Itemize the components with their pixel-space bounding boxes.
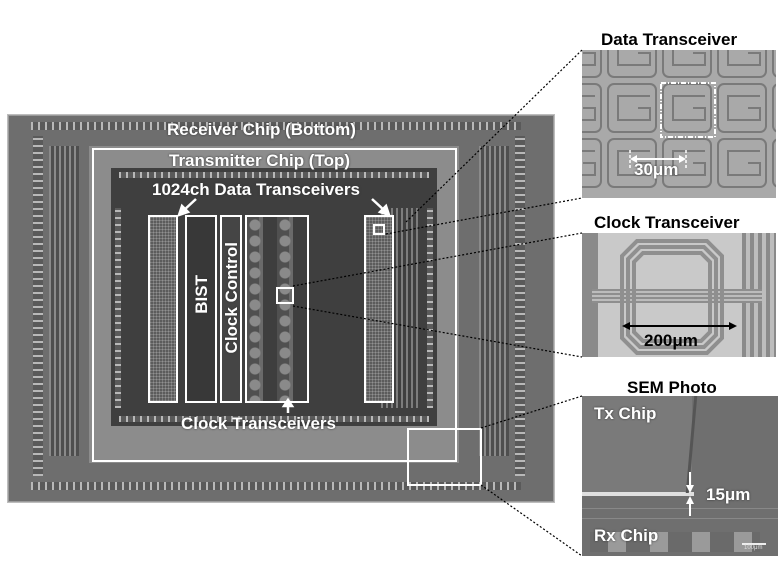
sem-zoom-box	[407, 428, 482, 486]
sem-scale-bar	[742, 543, 766, 545]
transceiver-cell	[607, 50, 657, 78]
gap-scale-label: 15μm	[706, 485, 751, 504]
transceiver-cell	[662, 83, 712, 133]
receiver-right-lines	[479, 146, 509, 456]
transceiver-coil	[672, 150, 706, 176]
data-transceiver-array-right	[364, 215, 394, 403]
transceiver-cell	[582, 50, 602, 78]
transceiver-cell	[717, 83, 767, 133]
transceiver-coil	[582, 150, 596, 176]
rx-chip-label: Rx Chip	[594, 526, 659, 545]
data-transceiver-array-left	[148, 215, 178, 403]
gap-arrows	[686, 472, 694, 516]
transceiver-coil	[582, 95, 596, 121]
tx-left-pads	[115, 208, 121, 408]
clock-scale-label: 200μm	[644, 331, 698, 350]
transmitter-chip-outline	[92, 148, 457, 462]
unit-cell-highlight	[660, 82, 716, 138]
transceiver-cell	[772, 83, 776, 133]
receiver-top-pads	[31, 122, 521, 130]
data-transceivers-label: 1024ch Data Transceivers	[152, 180, 360, 199]
transceiver-cell	[772, 138, 776, 188]
transceiver-coil	[672, 50, 706, 66]
clock-transceiver-title: Clock Transceiver	[594, 213, 740, 232]
transceiver-coil	[727, 50, 761, 66]
transceiver-coil	[617, 50, 651, 66]
data-transceiver-cells	[582, 50, 776, 188]
clock-control-label: Clock Control	[222, 242, 241, 354]
inductor-coil	[620, 239, 737, 355]
tx-top-pads	[119, 172, 429, 178]
receiver-bottom-pads	[31, 482, 521, 490]
clock-transceiver-zoom-box	[276, 287, 294, 304]
transceiver-cell	[607, 83, 657, 133]
clock-transceiver-block	[245, 215, 309, 403]
transceiver-cell	[717, 50, 767, 78]
sem-inset: 100μm Tx Chip Rx Chip 15μm	[582, 396, 778, 556]
data-transceiver-inset: 30μm	[582, 50, 776, 198]
transceiver-cell	[772, 50, 776, 78]
transceiver-cell	[717, 138, 767, 188]
data-transceiver-title: Data Transceiver	[601, 30, 738, 49]
clock-transceiver-inset: 200μm	[582, 233, 776, 357]
bist-label: BIST	[192, 275, 211, 314]
transceiver-cell	[662, 138, 712, 188]
transceiver-coil	[582, 52, 596, 66]
bist-block: BIST	[185, 215, 217, 403]
transceiver-coil	[727, 150, 761, 176]
clock-transceivers-label: Clock Transceivers	[181, 414, 336, 433]
receiver-chip-label: Receiver Chip (Bottom)	[167, 120, 356, 139]
sem-photo-title: SEM Photo	[627, 378, 717, 397]
tx-chip-label: Tx Chip	[594, 404, 657, 423]
transceiver-coil	[617, 150, 651, 176]
transceiver-cell	[607, 138, 657, 188]
die-photo: BIST Clock Control Receiver Chip (Bottom…	[8, 115, 554, 502]
receiver-left-pads	[33, 136, 43, 476]
transceiver-cell	[582, 138, 602, 188]
sem-scale-bar-label: 100μm	[744, 545, 763, 551]
transceiver-coil	[672, 95, 706, 121]
transceiver-coil	[727, 95, 761, 121]
data-scale-label: 30μm	[634, 160, 679, 179]
data-transceiver-zoom-box	[373, 224, 385, 235]
transceiver-cell	[582, 83, 602, 133]
receiver-right-pads	[515, 136, 525, 476]
receiver-left-lines	[49, 146, 79, 456]
transceiver-coil	[617, 95, 651, 121]
clock-control-block: Clock Control	[220, 215, 242, 403]
transceiver-cell	[662, 50, 712, 78]
transmitter-chip-label: Transmitter Chip (Top)	[169, 151, 351, 170]
tx-bottom-pads	[119, 416, 429, 422]
